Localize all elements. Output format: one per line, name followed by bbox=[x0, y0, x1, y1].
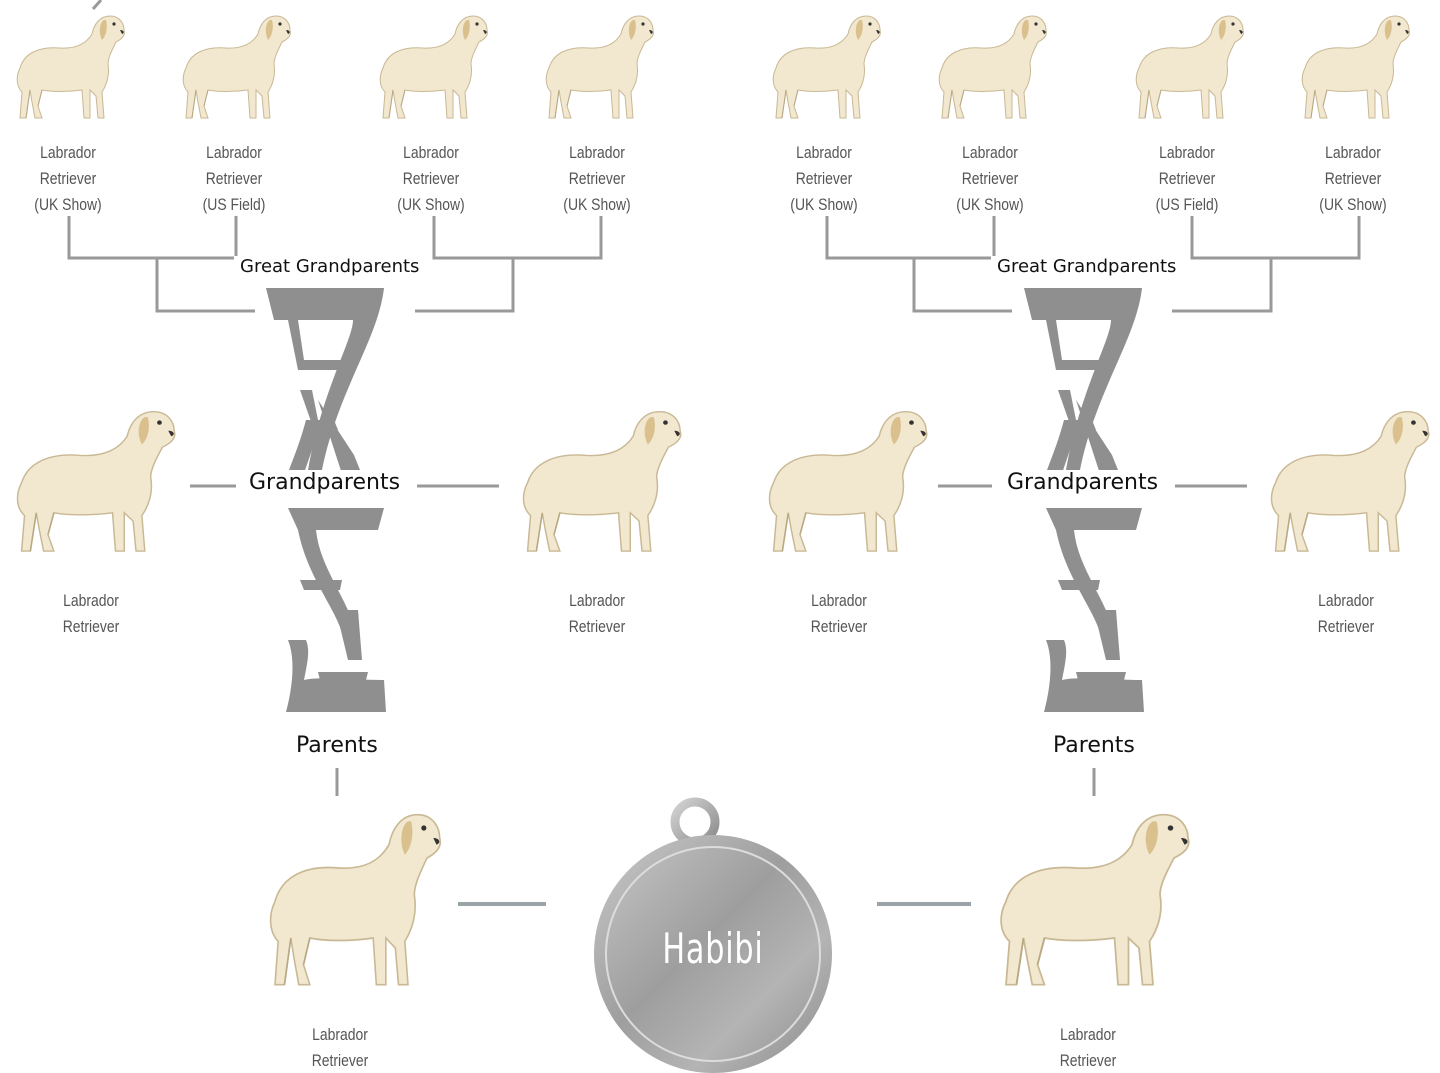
breed-line: Labrador bbox=[177, 140, 292, 166]
breed-variant: (UK Show) bbox=[374, 192, 489, 218]
breed-variant: (US Field) bbox=[177, 192, 292, 218]
great-grandparent-label: Labrador Retriever (US Field) bbox=[177, 140, 292, 218]
breed-line: Labrador bbox=[782, 588, 897, 614]
breed-line: Retriever bbox=[782, 614, 897, 640]
breed-line: Labrador bbox=[11, 140, 126, 166]
grandparent-label: Labrador Retriever bbox=[1289, 588, 1404, 640]
labrador-icon bbox=[764, 6, 884, 126]
parent-label: Labrador Retriever bbox=[1031, 1022, 1146, 1073]
parent-label: Labrador Retriever bbox=[283, 1022, 398, 1073]
dna-helix-icon bbox=[258, 280, 408, 720]
labrador-icon bbox=[510, 398, 686, 562]
great-grandparent-label: Labrador Retriever (US Field) bbox=[1130, 140, 1245, 218]
labrador-icon bbox=[756, 398, 932, 562]
parents-heading: Parents bbox=[290, 733, 384, 758]
labrador-icon bbox=[1258, 398, 1434, 562]
grandparent-label: Labrador Retriever bbox=[540, 588, 655, 640]
breed-line: Retriever bbox=[1031, 1048, 1146, 1073]
great-grandparents-heading: Great Grandparents bbox=[991, 256, 1182, 277]
grandparent-label: Labrador Retriever bbox=[782, 588, 897, 640]
breed-line: Labrador bbox=[374, 140, 489, 166]
breed-variant: (UK Show) bbox=[933, 192, 1048, 218]
labrador-icon bbox=[930, 6, 1050, 126]
breed-variant: (UK Show) bbox=[11, 192, 126, 218]
breed-variant: (UK Show) bbox=[767, 192, 882, 218]
breed-line: Labrador bbox=[283, 1022, 398, 1048]
great-grandparents-heading: Great Grandparents bbox=[234, 256, 425, 277]
breed-line: Labrador bbox=[540, 140, 655, 166]
breed-line: Retriever bbox=[540, 166, 655, 192]
breed-line: Retriever bbox=[933, 166, 1048, 192]
labrador-icon bbox=[4, 398, 180, 562]
breed-line: Retriever bbox=[177, 166, 292, 192]
labrador-icon bbox=[537, 6, 657, 126]
great-grandparent-label: Labrador Retriever (UK Show) bbox=[11, 140, 126, 218]
breed-line: Retriever bbox=[11, 166, 126, 192]
great-grandparent-label: Labrador Retriever (UK Show) bbox=[374, 140, 489, 218]
great-grandparent-label: Labrador Retriever (UK Show) bbox=[767, 140, 882, 218]
breed-line: Retriever bbox=[540, 614, 655, 640]
labrador-icon bbox=[8, 6, 128, 126]
grandparents-heading: Grandparents bbox=[243, 470, 406, 495]
great-grandparent-label: Labrador Retriever (UK Show) bbox=[540, 140, 655, 218]
dog-name: Habibi bbox=[617, 924, 809, 973]
name-tag: Habibi bbox=[593, 796, 833, 1073]
breed-line: Labrador bbox=[767, 140, 882, 166]
labrador-icon bbox=[174, 6, 294, 126]
labrador-icon bbox=[1127, 6, 1247, 126]
labrador-icon bbox=[256, 798, 446, 998]
breed-line: Labrador bbox=[1289, 588, 1404, 614]
breed-line: Retriever bbox=[1130, 166, 1245, 192]
breed-line: Retriever bbox=[1289, 614, 1404, 640]
breed-line: Retriever bbox=[767, 166, 882, 192]
breed-line: Retriever bbox=[374, 166, 489, 192]
labrador-icon bbox=[985, 798, 1195, 998]
breed-variant: (UK Show) bbox=[540, 192, 655, 218]
great-grandparent-label: Labrador Retriever (UK Show) bbox=[1296, 140, 1411, 218]
great-grandparent-label: Labrador Retriever (UK Show) bbox=[933, 140, 1048, 218]
breed-line: Retriever bbox=[34, 614, 149, 640]
breed-line: Labrador bbox=[34, 588, 149, 614]
breed-line: Labrador bbox=[1130, 140, 1245, 166]
labrador-icon bbox=[1293, 6, 1413, 126]
breed-variant: (US Field) bbox=[1130, 192, 1245, 218]
dna-helix-icon bbox=[1016, 280, 1166, 720]
breed-line: Retriever bbox=[1296, 166, 1411, 192]
parents-heading: Parents bbox=[1047, 733, 1141, 758]
breed-line: Retriever bbox=[283, 1048, 398, 1073]
breed-line: Labrador bbox=[1296, 140, 1411, 166]
labrador-icon bbox=[371, 6, 491, 126]
breed-line: Labrador bbox=[933, 140, 1048, 166]
grandparent-label: Labrador Retriever bbox=[34, 588, 149, 640]
grandparents-heading: Grandparents bbox=[1001, 470, 1164, 495]
breed-variant: (UK Show) bbox=[1296, 192, 1411, 218]
breed-line: Labrador bbox=[540, 588, 655, 614]
breed-line: Labrador bbox=[1031, 1022, 1146, 1048]
